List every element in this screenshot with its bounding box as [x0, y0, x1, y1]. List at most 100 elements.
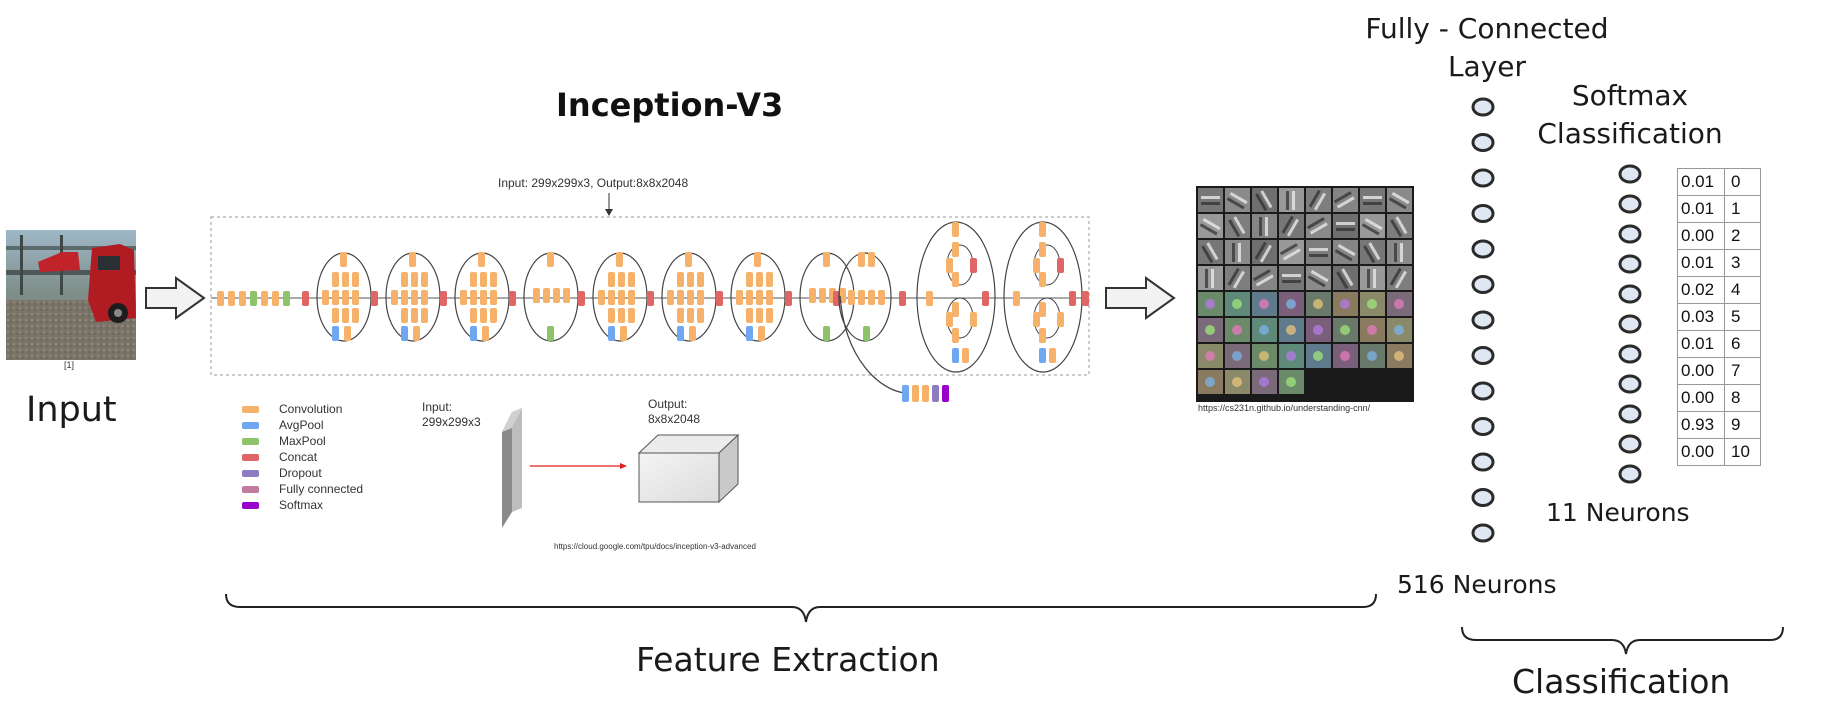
filter-tile [1279, 266, 1304, 290]
conv-block [756, 308, 763, 323]
neuron [1471, 523, 1495, 543]
avgpool-block [1039, 348, 1046, 363]
conv-block [332, 290, 339, 305]
probability-cell: 0.02 [1677, 276, 1725, 304]
conv-block [401, 308, 408, 323]
io-shape-label: Input: 299x299x3, Output:8x8x2048 [498, 176, 689, 190]
conv-block [344, 326, 351, 341]
conv-block [482, 326, 489, 341]
softmax-title: Softmax Classification [1537, 79, 1723, 150]
probability-cell: 0.00 [1677, 438, 1725, 466]
stem-block [250, 291, 257, 306]
maxpool-block [863, 326, 870, 341]
conv-block [687, 308, 694, 323]
neuron [1471, 168, 1495, 188]
filter-tile [1225, 240, 1250, 264]
class-index-cell: 8 [1724, 384, 1761, 412]
concat-block [1082, 291, 1089, 306]
inception-network-blocks [211, 221, 1089, 373]
output-cube [637, 433, 740, 504]
concat-block [982, 291, 989, 306]
aux-output-blocks [902, 385, 949, 402]
concat-block [1069, 291, 1076, 306]
conv-block [756, 272, 763, 287]
conv-block [858, 252, 865, 267]
conv-block [342, 272, 349, 287]
conv-block [952, 272, 959, 287]
conv-block [421, 272, 428, 287]
input-image [6, 230, 136, 360]
conv-block [411, 290, 418, 305]
neuron [1618, 464, 1642, 484]
conv-block [340, 252, 347, 267]
conv-block [421, 290, 428, 305]
concat-block [970, 258, 977, 273]
filter-tile [1198, 188, 1223, 212]
neuron [1618, 194, 1642, 214]
conv-block [952, 328, 959, 343]
filter-tile [1360, 188, 1385, 212]
input-label: Input [26, 390, 117, 430]
conv-block [758, 326, 765, 341]
probability-cell: 0.01 [1677, 330, 1725, 358]
conv-block [1039, 328, 1046, 343]
concat-block [371, 291, 378, 306]
legend-swatch [242, 422, 259, 429]
stem-block [228, 291, 235, 306]
conv-block [946, 258, 953, 273]
conv-block [352, 308, 359, 323]
conv-block [332, 308, 339, 323]
concat-block [440, 291, 447, 306]
conv-block [598, 290, 605, 305]
conv-block [689, 326, 696, 341]
block-output-shape: 8x8x2048 [648, 412, 701, 426]
neuron [1471, 452, 1495, 472]
conv-block [952, 302, 959, 317]
avgpool-block [608, 326, 615, 341]
neuron [1471, 346, 1495, 365]
neuron [1618, 434, 1642, 454]
probability-cell: 0.00 [1677, 222, 1725, 250]
conv-block [746, 272, 753, 287]
input-ref: [1] [64, 360, 75, 370]
conv-block [1039, 272, 1046, 287]
class-index-cell: 0 [1724, 168, 1761, 196]
conv-block [352, 290, 359, 305]
neuron [1618, 224, 1642, 244]
filter-tile [1333, 214, 1358, 238]
conv-block [756, 290, 763, 305]
neuron [1471, 488, 1495, 507]
legend-label: AvgPool [279, 418, 324, 432]
conv-block [952, 242, 959, 257]
concat-block [899, 291, 906, 306]
class-index-cell: 2 [1724, 222, 1761, 250]
legend-label: Fully connected [279, 482, 364, 496]
conv-block [667, 290, 674, 305]
conv-block [616, 252, 623, 267]
conv-block [608, 308, 615, 323]
neuron [1471, 417, 1495, 436]
input-slab [502, 408, 522, 528]
conv-block [470, 308, 477, 323]
conv-block [533, 288, 540, 303]
filter-tile [1360, 266, 1385, 290]
class-index-cell: 4 [1724, 276, 1761, 304]
stem-block [261, 291, 268, 306]
conv-block [421, 308, 428, 323]
neuron [1618, 344, 1642, 364]
conv-block [332, 272, 339, 287]
conv-block [322, 290, 329, 305]
block-input-label: Input: 299x299x3 [422, 400, 481, 430]
arrow-to-inception [145, 276, 206, 320]
stem-block [217, 291, 224, 306]
avgpool-block [401, 326, 408, 341]
conv-block [608, 272, 615, 287]
conv-block [677, 272, 684, 287]
neuron [1471, 239, 1495, 259]
avgpool-block [677, 326, 684, 341]
conv-block [868, 252, 875, 267]
